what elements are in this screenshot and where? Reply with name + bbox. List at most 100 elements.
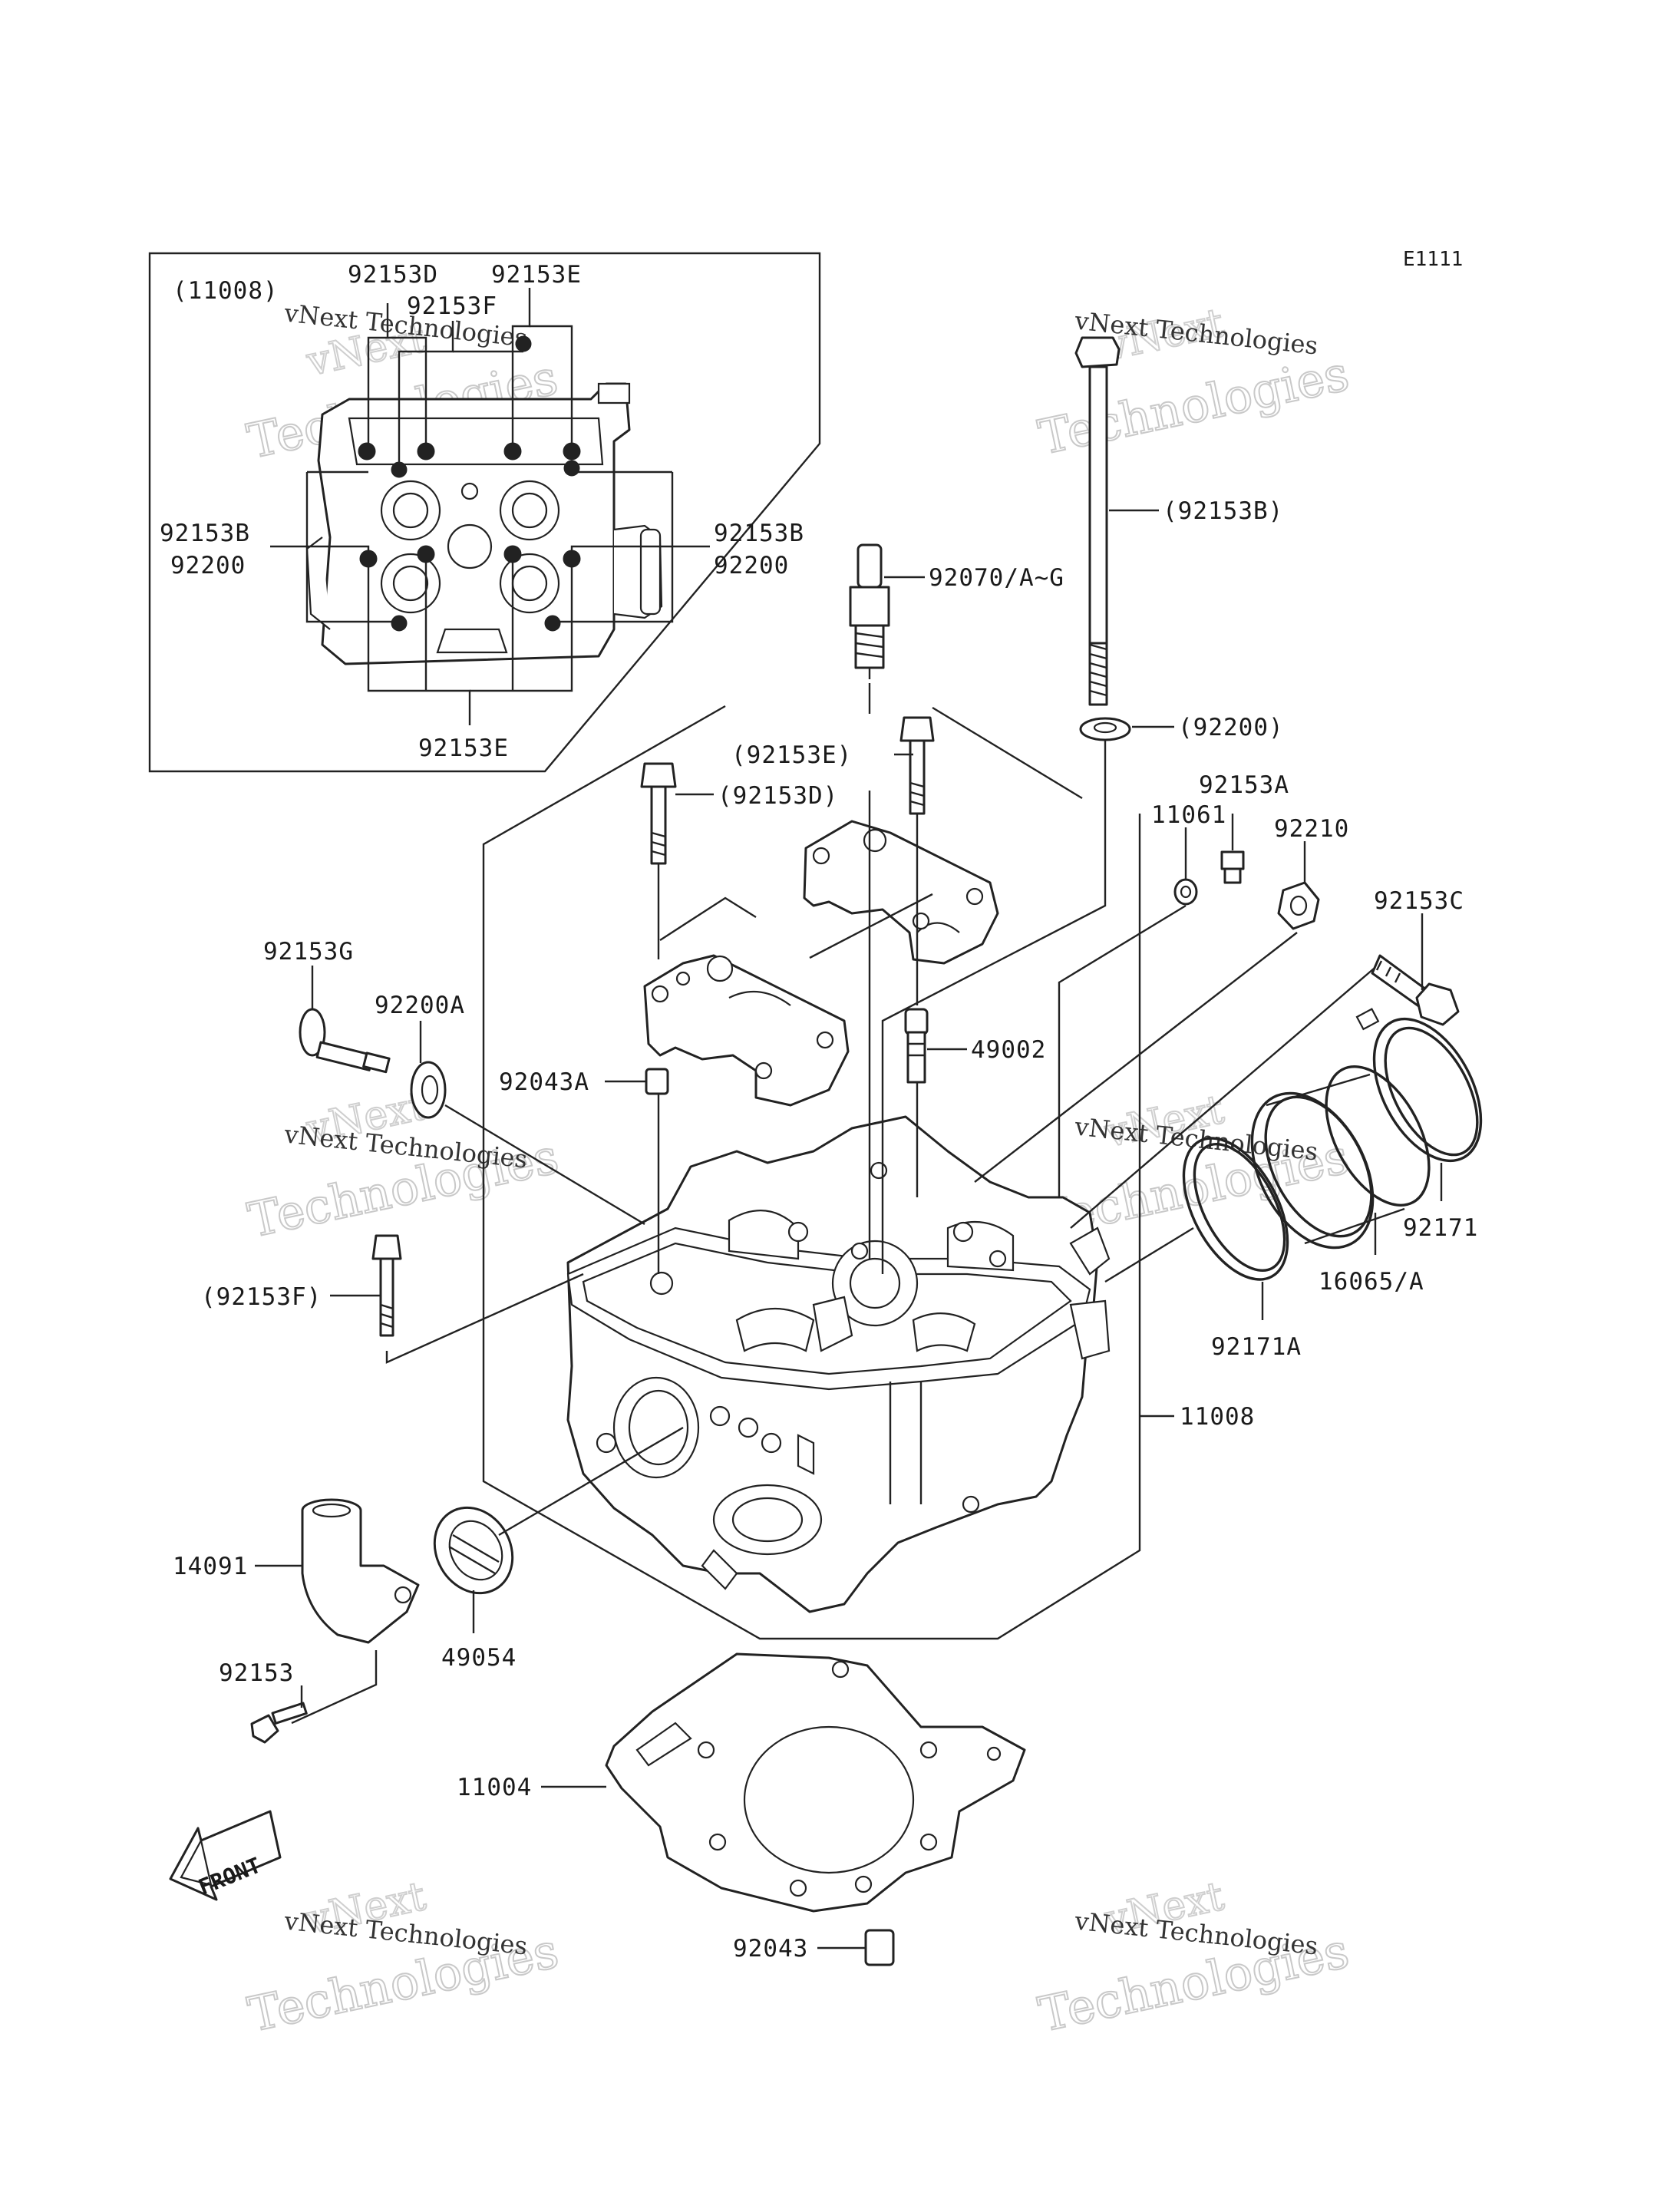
- gasket-hole: [831, 1660, 850, 1679]
- align-line: [385, 1273, 584, 1364]
- label-92153D: (92153D): [718, 782, 838, 810]
- watermark-bottom-right: vNext Technologies vNext Technologies: [1033, 1873, 1355, 2044]
- intake-flange: [1069, 1299, 1111, 1360]
- label-92200A: 92200A: [375, 992, 465, 1019]
- thermostat-body: [448, 1520, 503, 1581]
- stud-head: [1074, 336, 1121, 368]
- inset-label-92153E-bottom: 92153E: [418, 735, 509, 762]
- label-11004: 11004: [457, 1774, 532, 1801]
- washer-hole: [1180, 885, 1192, 899]
- diagram-code: E1111: [1403, 248, 1463, 271]
- cam-cap-hole: [675, 971, 691, 986]
- cam-cap-hole: [812, 847, 830, 865]
- valve-body: [906, 1031, 926, 1084]
- head-hole: [596, 1432, 617, 1454]
- outlet-bore: [312, 1503, 352, 1518]
- watermark-mid-left: vNext Technologies vNext Technologies: [243, 1082, 564, 1250]
- label-92043: 92043: [733, 1935, 808, 1963]
- intake-flange: [639, 528, 662, 616]
- label-92171A: 92171A: [1211, 1333, 1302, 1361]
- part-gasket-11004: [605, 1652, 1026, 1913]
- gasket-hole: [919, 1833, 938, 1851]
- head-hole: [761, 1432, 782, 1454]
- cam-journal-inner: [392, 565, 429, 602]
- label-92070: 92070/A~G: [929, 564, 1064, 592]
- bolt-dot: [544, 615, 561, 632]
- part-spark-plug-92070: [849, 543, 890, 679]
- gasket-bore: [743, 1725, 915, 1874]
- label-92153F: (92153F): [201, 1283, 322, 1311]
- bolt-dot: [515, 335, 532, 352]
- stud-thread: [1089, 643, 1107, 697]
- part-dowel-92043A: [645, 1068, 669, 1095]
- align-line: [1104, 1226, 1194, 1283]
- label-92200: (92200): [1178, 714, 1284, 741]
- outlet-body: [301, 1510, 420, 1644]
- bolt-thread: [1375, 960, 1401, 983]
- leader-92153D: [367, 303, 389, 449]
- gasket-hole: [697, 1741, 715, 1759]
- inset-frame: [148, 252, 821, 773]
- inset-title: (11008): [173, 277, 279, 305]
- align-line: [498, 1426, 684, 1537]
- cam-cap-hole: [706, 955, 734, 982]
- clamp-ring-inner: [1193, 1142, 1286, 1273]
- part-bolt-92153D: [640, 762, 677, 865]
- bolt-shank: [1223, 867, 1242, 884]
- label-92153C: 92153C: [1374, 887, 1464, 915]
- valve-train: [912, 1312, 976, 1352]
- bolt-head: [1415, 982, 1460, 1026]
- leader-92153F: [398, 321, 454, 468]
- label-92153B: (92153B): [1163, 497, 1283, 525]
- part-outlet-14091: [301, 1498, 420, 1644]
- leader-92153D-b: [388, 336, 427, 449]
- part-bolt-92153: [250, 1702, 308, 1744]
- label-92171: 92171: [1403, 1214, 1478, 1242]
- part-valve-49002: [904, 1008, 929, 1084]
- bolt-head: [899, 716, 935, 742]
- leader-92153E-bottom-b: [470, 559, 573, 692]
- valve-lines: [908, 1042, 925, 1057]
- label-49054: 49054: [441, 1644, 517, 1672]
- part-washer-11061: [1173, 878, 1198, 906]
- cam-journal-inner: [511, 565, 548, 602]
- clamp-ring-outer: [1182, 1137, 1289, 1281]
- bolt-thread: [909, 781, 925, 807]
- cam-cap-hole: [754, 1061, 773, 1080]
- stud-thread-body: [1088, 642, 1108, 706]
- chain-tunnel: [436, 628, 508, 654]
- cam-journal-inner: [392, 492, 429, 529]
- gasket-hole: [789, 1879, 807, 1897]
- align-line: [881, 741, 1107, 1274]
- stud-shank: [1088, 365, 1108, 645]
- thermostat-coil: [448, 1533, 500, 1575]
- part-bolt-92153A: [1220, 850, 1245, 884]
- front-arrow-outer: [169, 1810, 282, 1901]
- watermark-bottom-left: vNext Technologies vNext Technologies: [243, 1873, 564, 2044]
- part-clamp-92171A: [1182, 1137, 1289, 1281]
- bolt-head: [250, 1714, 279, 1744]
- part-washer-92200A: [410, 1061, 447, 1119]
- cam-cap-hole: [651, 985, 669, 1003]
- head-hole: [989, 1250, 1007, 1268]
- bolt-head: [1220, 850, 1245, 870]
- bolt-dot: [563, 460, 580, 477]
- label-92210: 92210: [1274, 815, 1349, 843]
- bolt-thread: [380, 1303, 394, 1329]
- inset-top-view: (11008): [148, 252, 821, 773]
- label-11061: 11061: [1151, 801, 1226, 829]
- head-hole: [870, 1161, 888, 1180]
- part-bolt-92153F: [371, 1234, 402, 1337]
- leader-inset-left: [307, 545, 370, 559]
- inset-label-92200-right: 92200: [714, 552, 789, 579]
- part-dowel-92043: [864, 1929, 895, 1966]
- label-92153: 92153: [219, 1659, 294, 1687]
- gasket-chain-slot: [635, 1722, 692, 1767]
- align-line: [1070, 968, 1375, 1229]
- part-cam-cap-upper: [803, 820, 999, 965]
- align-line: [974, 932, 1298, 1183]
- leader-inset-right-bracket: [553, 472, 674, 623]
- part-bolt-92153C: [1371, 954, 1460, 1026]
